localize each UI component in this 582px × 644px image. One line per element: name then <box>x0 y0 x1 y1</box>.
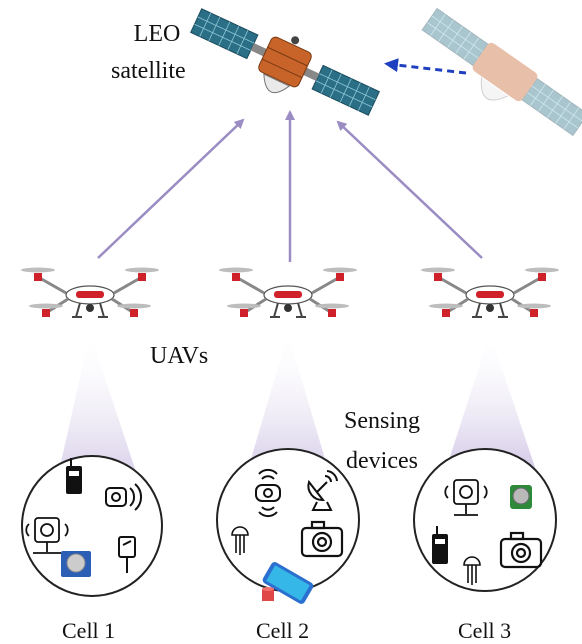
smartphone-icon <box>262 562 314 604</box>
satellite-ghost-icon <box>421 8 582 136</box>
cell-3-label: Cell 3 <box>458 618 512 643</box>
walkie-talkie-icon <box>66 458 82 494</box>
sensing-label-line1: Sensing <box>344 408 421 434</box>
drone-icon <box>419 266 561 319</box>
cell-2-label: Cell 2 <box>256 618 310 643</box>
cell-3-circle <box>413 448 557 592</box>
rfid-sensor-icon <box>255 468 281 518</box>
satellite-label-line2: satellite <box>111 58 186 84</box>
sensing-label-line2: devices <box>346 448 418 474</box>
transistor-sensor-icon <box>231 526 249 555</box>
satellite-dish-icon <box>307 470 338 511</box>
uplink-arrow-1 <box>97 118 245 259</box>
drone-icon <box>217 266 359 319</box>
wireless-camera-icon <box>25 517 69 554</box>
wireless-camera-icon <box>444 479 488 516</box>
rfid-sensor-icon <box>105 483 142 511</box>
camera-icon <box>300 520 344 558</box>
walkie-talkie-icon <box>432 526 448 564</box>
transistor-sensor-icon <box>463 556 481 585</box>
uavs-label: UAVs <box>150 343 209 369</box>
camera-icon <box>499 531 543 569</box>
satellite-label: LEO <box>116 21 198 47</box>
air-quality-sensor-icon <box>61 551 91 577</box>
drone-icon <box>19 266 161 319</box>
uplink-arrow-3 <box>336 120 483 259</box>
database-icon <box>262 587 274 601</box>
gas-sensor-icon <box>510 485 532 509</box>
satellite-label-line1: LEO <box>133 21 181 47</box>
satellite-icon <box>190 8 380 116</box>
thermometer-probe-icon <box>118 536 136 573</box>
cell-1-label: Cell 1 <box>62 618 116 643</box>
satellite-motion-arrow <box>384 58 467 75</box>
